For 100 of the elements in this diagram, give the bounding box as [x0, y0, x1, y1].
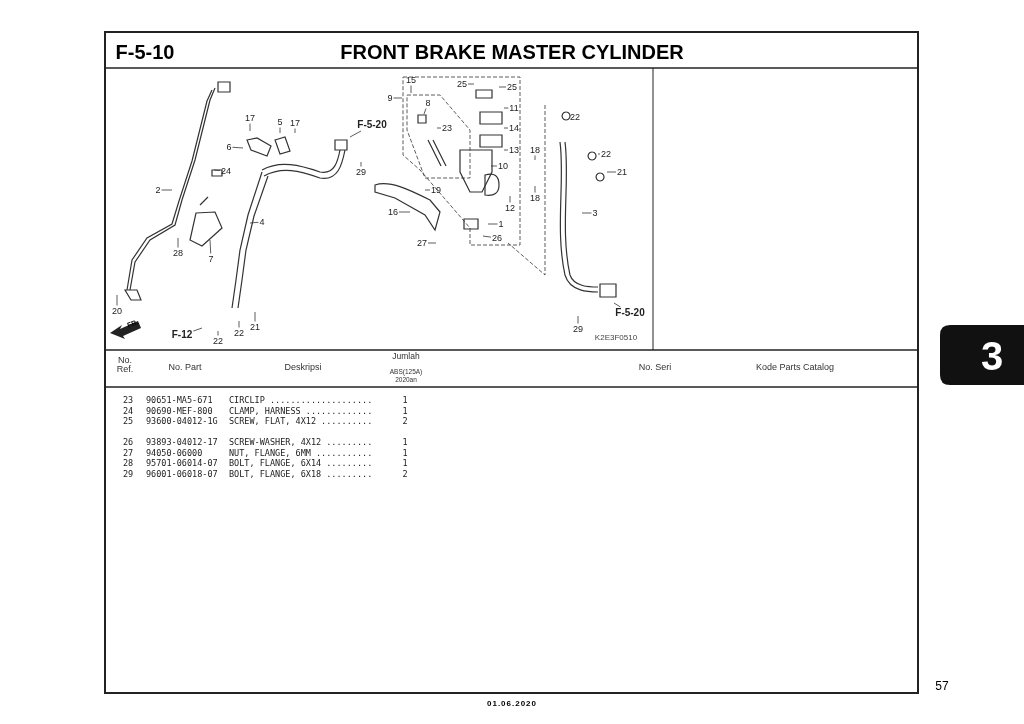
leader-line [606, 171, 617, 173]
quantity: 1 [402, 448, 408, 457]
part-number: 93600-04012-1G [146, 417, 218, 426]
leader-line [393, 97, 403, 99]
quantity: 1 [402, 406, 408, 415]
page-reference: F-5-20 [357, 120, 387, 130]
leader-line [503, 149, 509, 151]
leader-line [294, 128, 296, 134]
leader-line [503, 107, 509, 109]
callout-number: 11 [509, 103, 519, 113]
callout-number: 8 [425, 98, 431, 108]
quantity: 1 [402, 396, 408, 405]
callout-number: 18 [530, 193, 540, 203]
callout-number: 7 [208, 254, 214, 264]
leader-line [254, 311, 256, 322]
page-reference: F-12 [171, 330, 193, 340]
leader-line [503, 127, 509, 129]
leader-line [232, 146, 244, 149]
leader-line [613, 302, 621, 308]
leader-line [238, 320, 240, 328]
leader-line [509, 195, 511, 203]
leader-line [209, 239, 212, 254]
leader-line [487, 223, 498, 225]
part-description: CLAMP, HARNESS ............. [229, 406, 373, 415]
leader-line [279, 127, 281, 134]
section-number: 3 [980, 336, 1004, 376]
callout-number: 13 [509, 145, 519, 155]
callout-number: 25 [507, 82, 517, 92]
ref-number: 23 [122, 396, 134, 405]
callout-number: 16 [388, 207, 398, 217]
callout-number: 21 [617, 167, 627, 177]
leader-line [423, 108, 427, 115]
quantity: 2 [402, 417, 408, 426]
part-number: 96001-06018-07 [146, 469, 218, 478]
callout-number: 3 [592, 208, 598, 218]
leader-line [498, 86, 507, 88]
leader-line [597, 153, 601, 155]
column-header: Deskripsi [284, 363, 322, 372]
leader-line [177, 237, 179, 248]
leader-line [424, 189, 431, 191]
callout-number: 18 [530, 145, 540, 155]
callout-number: 17 [245, 113, 255, 123]
callout-number: 28 [173, 248, 183, 258]
page-number: 57 [935, 680, 949, 692]
part-number: 90651-MA5-671 [146, 396, 213, 405]
callout-number: 4 [259, 217, 265, 227]
part-description: SCREW-WASHER, 4X12 ......... [229, 438, 373, 447]
leader-line [581, 212, 592, 214]
leader-line [534, 155, 536, 161]
callout-number: 20 [112, 306, 122, 316]
leader-line [436, 127, 442, 129]
column-header: Kode Parts Catalog [756, 363, 834, 372]
callout-number: 2 [155, 185, 161, 195]
callout-number: 10 [498, 161, 508, 171]
drawing-code: K2E3F0510 [594, 334, 638, 342]
callout-number: 19 [431, 185, 441, 195]
callout-number: 24 [221, 166, 231, 176]
page-title: FRONT BRAKE MASTER CYLINDER [340, 42, 684, 62]
callout-number: 29 [573, 324, 583, 334]
ref-number: 24 [122, 406, 134, 415]
leader-line [360, 161, 362, 167]
leader-line [213, 169, 221, 171]
leader-line [349, 130, 362, 138]
date-text: 01.06.2020 [487, 700, 537, 708]
leader-line [116, 294, 118, 306]
callout-number: 22 [570, 112, 580, 122]
leader-line [534, 185, 536, 193]
callout-number: 1 [498, 219, 504, 229]
callout-number: 15 [406, 75, 416, 85]
leader-line [192, 327, 203, 332]
callout-number: 25 [457, 79, 467, 89]
callout-number: 22 [213, 336, 223, 346]
ref-number: 25 [122, 417, 134, 426]
part-number: 94050-06000 [146, 448, 203, 457]
part-description: CIRCLIP .................... [229, 396, 373, 405]
leader-line [482, 235, 492, 238]
part-number: 93893-04012-17 [146, 438, 218, 447]
column-header: No. Part [168, 363, 202, 372]
part-description: BOLT, FLANGE, 6X18 ......... [229, 469, 373, 478]
callout-number: 17 [290, 118, 300, 128]
ref-number: 28 [122, 459, 134, 468]
ref-number: 29 [122, 469, 134, 478]
part-description: BOLT, FLANGE, 6X14 ......... [229, 459, 373, 468]
leader-line [249, 221, 259, 224]
leader-line [427, 242, 437, 244]
callout-number: 12 [505, 203, 515, 213]
callout-number: 27 [417, 238, 427, 248]
callout-number: 9 [387, 93, 393, 103]
column-header: Jumlah [392, 352, 420, 361]
callout-number: 26 [492, 233, 502, 243]
ref-number: 26 [122, 438, 134, 447]
leader-line [217, 330, 219, 336]
leader-line [410, 85, 412, 94]
leader-line [249, 123, 251, 132]
callout-number: 5 [277, 117, 283, 127]
column-header: No. Seri [638, 363, 672, 372]
part-description: NUT, FLANGE, 6MM ........... [229, 448, 373, 457]
page-reference: F-5-20 [615, 308, 645, 318]
callout-number: 29 [356, 167, 366, 177]
callout-number: 6 [226, 142, 232, 152]
